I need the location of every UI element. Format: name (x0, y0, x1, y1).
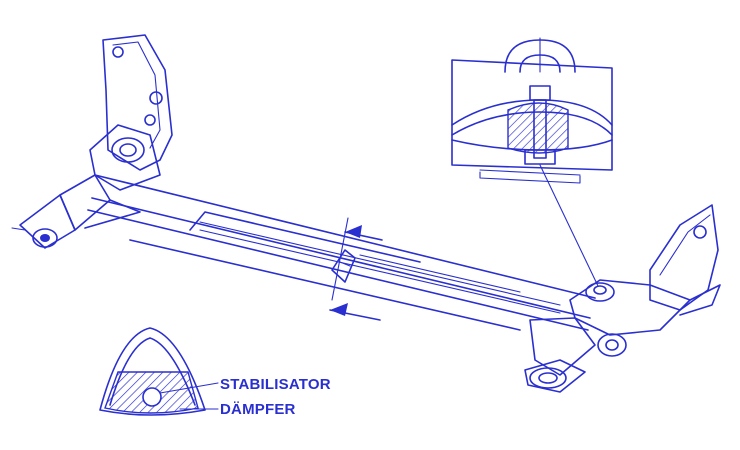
cross-section-view (99, 327, 219, 416)
center-clamp (329, 217, 383, 321)
label-daempfer: DÄMPFER (220, 401, 296, 418)
label-stabilisator: STABILISATOR (220, 376, 331, 393)
left-mount (11, 34, 173, 249)
detail-section-view (451, 37, 613, 287)
right-mount (524, 204, 721, 393)
